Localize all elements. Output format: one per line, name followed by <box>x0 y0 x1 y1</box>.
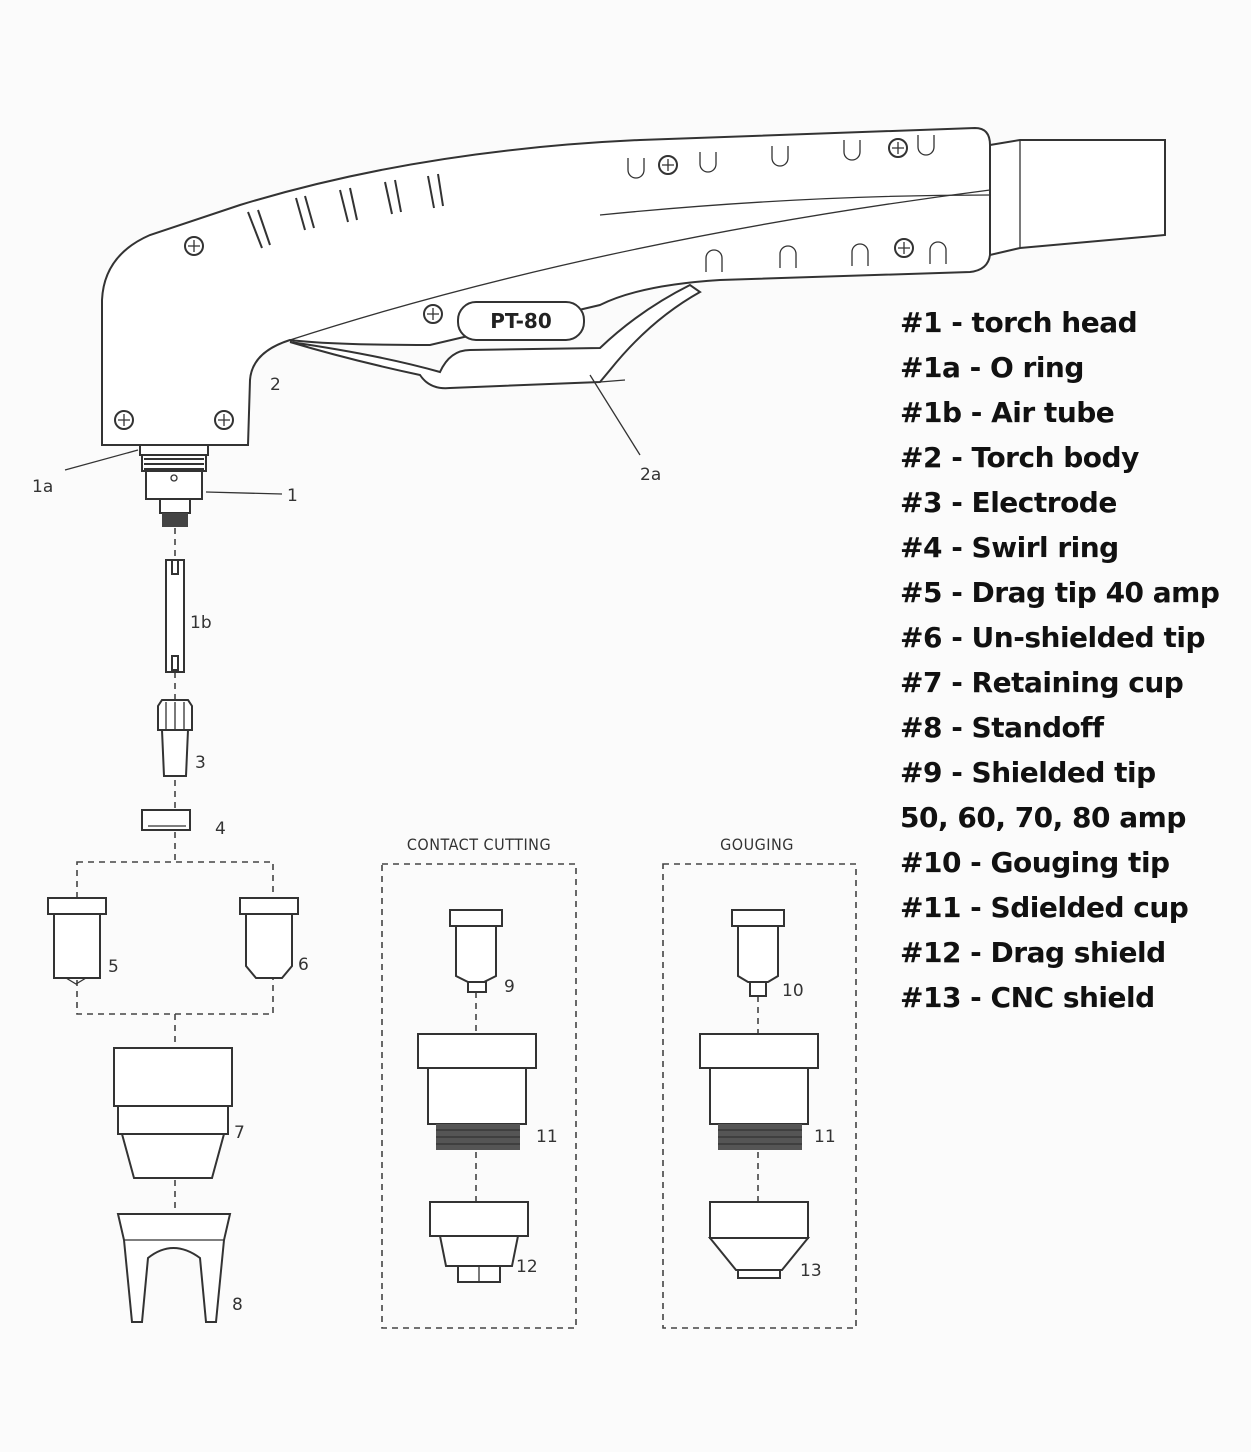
legend-item: #11 - Sdielded cup <box>900 891 1189 924</box>
cnc-shield <box>707 1201 811 1279</box>
legend-item: #10 - Gouging tip <box>900 846 1170 879</box>
parts-legend: #1 - torch head #1a - O ring #1b - Air t… <box>900 300 1240 1020</box>
callout-1b: 1b <box>190 613 212 633</box>
legend-item: #13 - CNC shield <box>900 981 1155 1014</box>
grip-ribs <box>247 173 444 249</box>
legend-item: #9 - Shielded tip <box>900 756 1156 789</box>
callout-8: 8 <box>232 1295 243 1315</box>
callout-1: 1 <box>287 486 298 506</box>
callout-2: 2 <box>270 375 281 395</box>
air-tube <box>165 559 185 673</box>
standoff <box>116 1213 232 1323</box>
gouging-tip <box>731 909 785 997</box>
shielded-cup-contact <box>417 1033 537 1150</box>
un-shielded-tip <box>239 897 299 979</box>
callout-11-gouging: 11 <box>814 1127 836 1147</box>
torch-body: PT-80 <box>101 126 1166 527</box>
brand-label: PT-80 <box>490 309 552 333</box>
shielded-cup-gouging <box>699 1033 819 1150</box>
gouging-title: GOUGING <box>720 835 794 854</box>
legend-item: #3 - Electrode <box>900 486 1117 519</box>
torch-screws <box>114 138 914 430</box>
callout-7: 7 <box>234 1123 245 1143</box>
electrode <box>157 699 193 777</box>
legend-item: #2 - Torch body <box>900 441 1139 474</box>
vent-slots <box>627 135 947 272</box>
swirl-ring <box>141 809 191 831</box>
legend-item: #1 - torch head <box>900 306 1138 339</box>
gouging-box <box>662 863 857 1329</box>
legend-item: #8 - Standoff <box>900 711 1104 744</box>
callout-6: 6 <box>298 955 309 975</box>
legend-item: #7 - Retaining cup <box>900 666 1184 699</box>
callout-numbers: 1a 1 2 2a 1b 3 4 5 6 7 8 9 11 12 10 11 1… <box>32 375 836 1315</box>
callout-1a: 1a <box>32 477 53 497</box>
shielded-tip <box>449 909 503 993</box>
legend-item: 50, 60, 70, 80 amp <box>900 801 1186 834</box>
legend-item: #1b - Air tube <box>900 396 1115 429</box>
callout-13: 13 <box>800 1261 822 1281</box>
retaining-cup <box>113 1047 233 1179</box>
callout-2a: 2a <box>640 465 661 485</box>
callout-9: 9 <box>504 977 515 997</box>
callout-4: 4 <box>215 819 226 839</box>
callout-5: 5 <box>108 957 119 977</box>
contact-cutting-box <box>381 863 577 1329</box>
legend-item: #4 - Swirl ring <box>900 531 1119 564</box>
tip-options-box <box>76 861 274 1015</box>
callout-10: 10 <box>782 981 804 1001</box>
legend-item: #5 - Drag tip 40 amp <box>900 576 1220 609</box>
callout-12: 12 <box>516 1257 538 1277</box>
legend-item: #1a - O ring <box>900 351 1084 384</box>
callout-11-contact: 11 <box>536 1127 558 1147</box>
brand-plate <box>457 301 585 341</box>
legend-item: #12 - Drag shield <box>900 936 1166 969</box>
drag-shield <box>429 1201 529 1283</box>
contact-cutting-title: CONTACT CUTTING <box>407 835 551 854</box>
torch-head <box>139 444 209 527</box>
drag-tip-40-amp <box>47 897 107 985</box>
trigger <box>289 283 702 390</box>
legend-item: #6 - Un-shielded tip <box>900 621 1206 654</box>
callout-3: 3 <box>195 753 206 773</box>
leader-lines <box>64 374 641 495</box>
